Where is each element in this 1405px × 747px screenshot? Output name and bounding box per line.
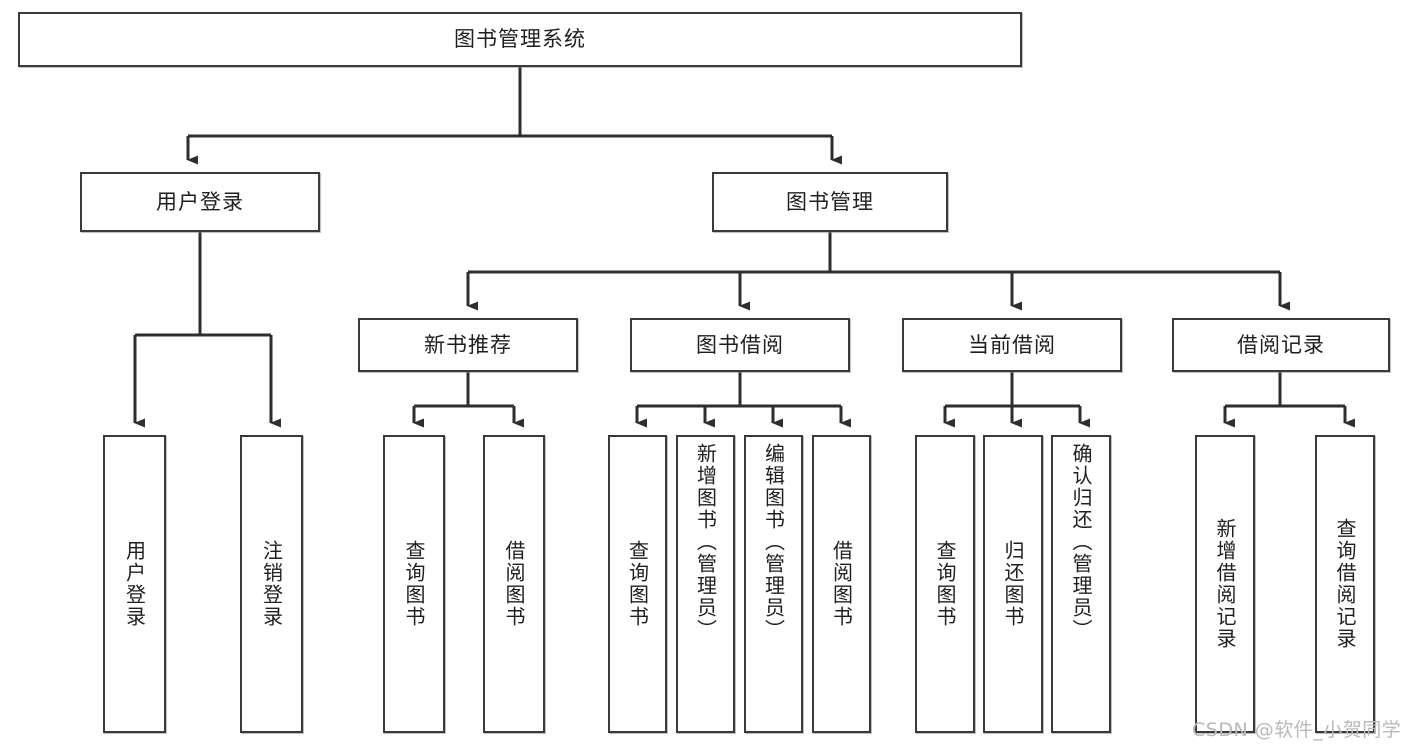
node-book-manage[interactable]: 图书管理	[712, 172, 948, 232]
node-leaf-borrow-book-2[interactable]: 借阅图书	[812, 435, 871, 733]
node-root[interactable]: 图书管理系统	[18, 12, 1022, 67]
node-book-borrow-label: 图书借阅	[696, 332, 784, 357]
node-user-login[interactable]: 用户登录	[80, 172, 320, 232]
node-borrow-record-label: 借阅记录	[1237, 332, 1325, 357]
node-leaf-user-login[interactable]: 用户登录	[103, 435, 166, 733]
node-leaf-add-book[interactable]: 新增图书（管理员）	[676, 435, 735, 733]
node-leaf-edit-book[interactable]: 编辑图书（管理员）	[744, 435, 803, 733]
node-leaf-query-book-3-label: 查询图书	[933, 540, 957, 628]
node-borrow-record[interactable]: 借阅记录	[1172, 318, 1390, 372]
node-leaf-borrow-book-2-label: 借阅图书	[829, 540, 854, 628]
node-new-book-recommend[interactable]: 新书推荐	[358, 318, 578, 372]
node-leaf-query-book-2[interactable]: 查询图书	[608, 435, 667, 733]
node-leaf-query-book-1[interactable]: 查询图书	[383, 435, 445, 733]
node-leaf-query-record-label: 查询借阅记录	[1333, 518, 1357, 650]
node-current-borrow[interactable]: 当前借阅	[902, 318, 1122, 372]
node-leaf-edit-book-label: 编辑图书（管理员）	[761, 443, 786, 641]
node-leaf-add-book-label: 新增图书（管理员）	[693, 443, 718, 641]
node-leaf-borrow-book-1[interactable]: 借阅图书	[483, 435, 545, 733]
node-leaf-borrow-book-1-label: 借阅图书	[502, 540, 526, 628]
node-leaf-add-record[interactable]: 新增借阅记录	[1195, 435, 1255, 733]
node-leaf-query-book-1-label: 查询图书	[402, 540, 426, 628]
node-root-label: 图书管理系统	[454, 27, 586, 52]
node-book-manage-label: 图书管理	[786, 189, 874, 214]
node-leaf-return-book-label: 归还图书	[1001, 540, 1025, 628]
node-leaf-query-record[interactable]: 查询借阅记录	[1315, 435, 1375, 733]
node-leaf-user-login-label: 用户登录	[122, 540, 147, 628]
node-leaf-confirm-return-label: 确认归还（管理员）	[1069, 443, 1093, 641]
node-user-login-label: 用户登录	[156, 189, 244, 214]
node-current-borrow-label: 当前借阅	[968, 332, 1056, 357]
node-book-borrow[interactable]: 图书借阅	[630, 318, 850, 372]
node-leaf-add-record-label: 新增借阅记录	[1213, 518, 1237, 650]
node-leaf-confirm-return[interactable]: 确认归还（管理员）	[1051, 435, 1111, 733]
node-leaf-return-book[interactable]: 归还图书	[983, 435, 1043, 733]
csdn-watermark: CSDN @软件_小贺同学	[1192, 719, 1402, 741]
node-leaf-user-logout-label: 注销登录	[259, 540, 284, 628]
node-new-book-recommend-label: 新书推荐	[424, 332, 512, 357]
node-leaf-user-logout[interactable]: 注销登录	[240, 435, 303, 733]
node-leaf-query-book-2-label: 查询图书	[625, 540, 650, 628]
node-leaf-query-book-3[interactable]: 查询图书	[915, 435, 975, 733]
